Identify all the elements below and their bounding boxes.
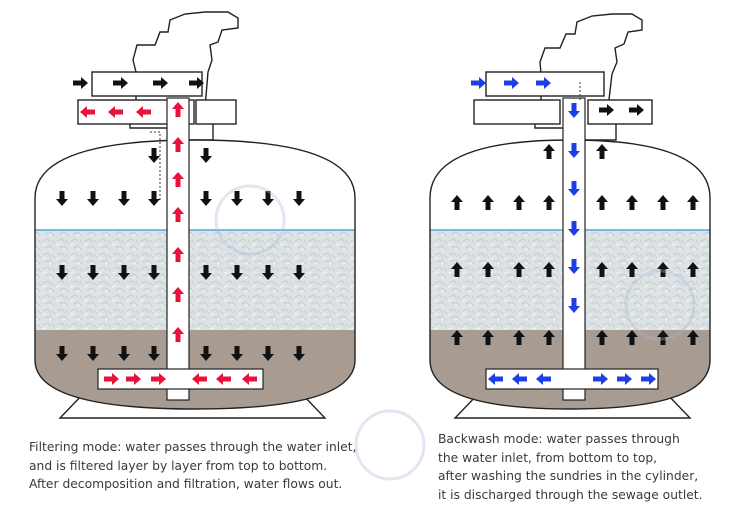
backwash-tank [429, 13, 711, 419]
filtering-caption: Filtering mode: water passes through the… [29, 438, 356, 494]
blue-arrow-icon [471, 77, 486, 89]
caption-line: Filtering mode: water passes through the… [29, 440, 357, 454]
bottom-lateral-left [97, 368, 264, 390]
caption-line: and is filtered layer by layer from top … [29, 458, 328, 473]
outlet-pipe-right [473, 99, 561, 125]
caption-line: Backwash mode: water passes through [438, 432, 680, 446]
caption-line: after washing the sundries in the cylind… [438, 469, 699, 484]
filtering-tank [34, 11, 356, 419]
backwash-caption: Backwash mode: water passes through the … [438, 430, 703, 504]
watermark [214, 184, 696, 481]
caption-line: After decomposition and filtration, wate… [29, 477, 343, 492]
sewage-pipe-right [587, 99, 653, 125]
inlet-pipe-left [91, 71, 203, 97]
bottom-lateral-right [485, 368, 659, 390]
caption-line: it is discharged through the sewage outl… [438, 487, 703, 502]
arrow-icon [73, 77, 88, 89]
filter-media-layer-left [35, 230, 355, 330]
waste-pipe-left [195, 99, 237, 125]
center-pipe-right [562, 97, 586, 401]
caption-line: the water inlet, from bottom to top, [438, 450, 658, 465]
